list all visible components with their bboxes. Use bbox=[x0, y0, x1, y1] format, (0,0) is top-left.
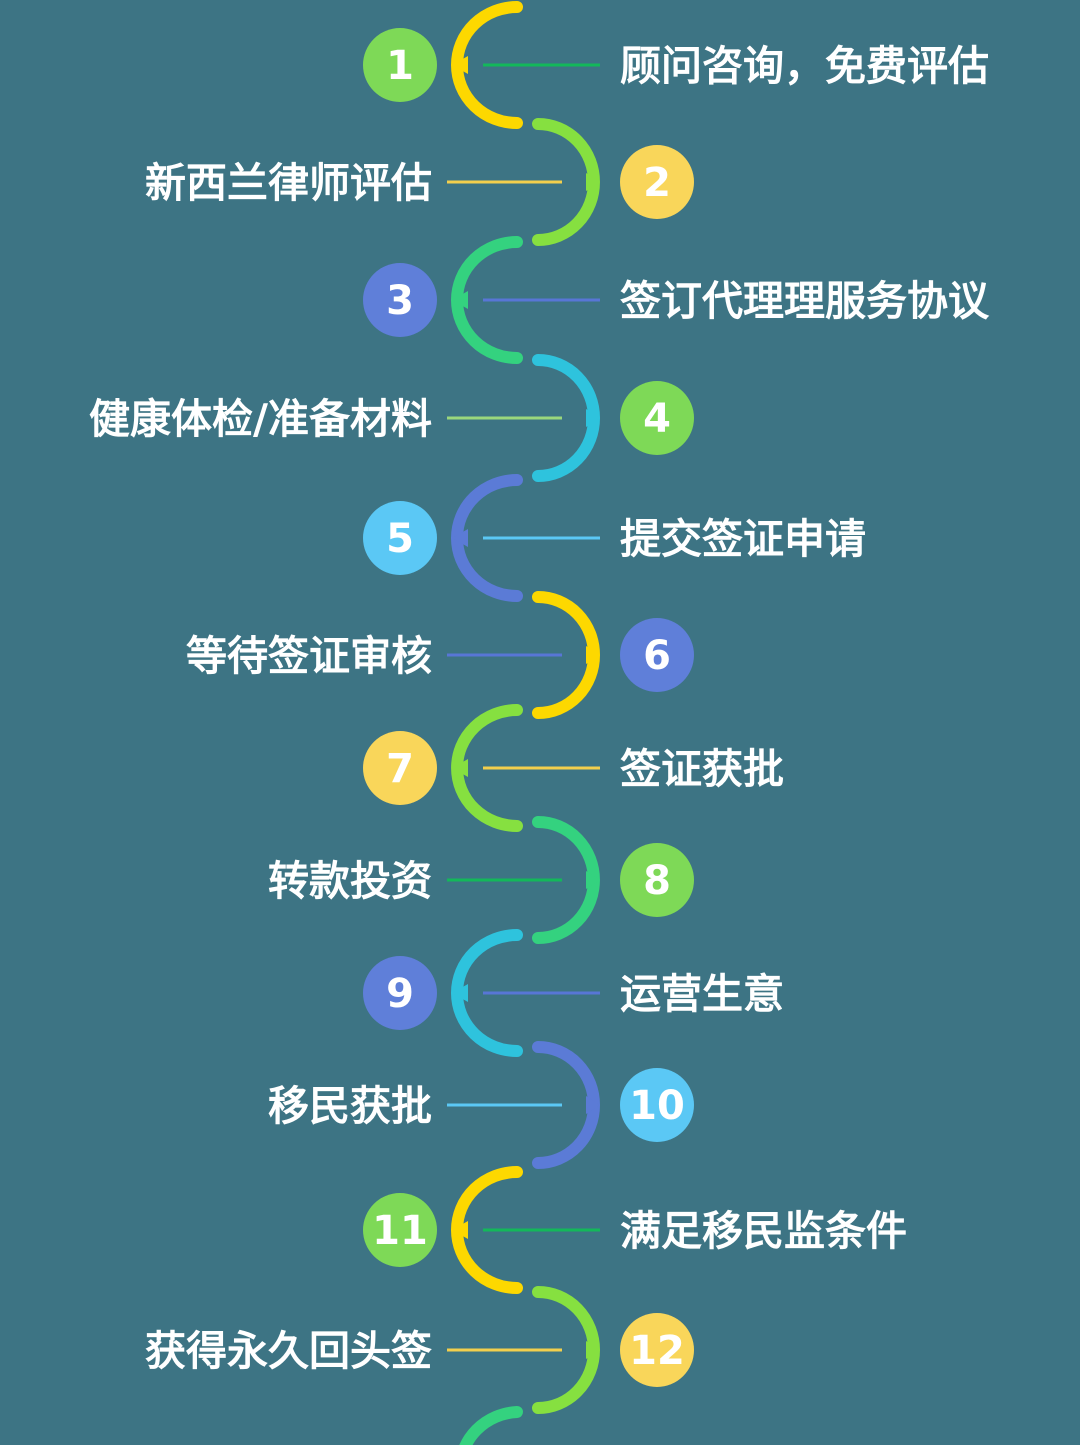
step-label: 获得永久回头签 bbox=[145, 1327, 432, 1375]
step-label: 等待签证审核 bbox=[186, 632, 432, 680]
step-number: 8 bbox=[643, 858, 671, 904]
timeline-arc-pointer bbox=[586, 871, 600, 889]
step-label: 满足移民监条件 bbox=[620, 1207, 907, 1255]
timeline-arc-pointer bbox=[586, 409, 600, 427]
timeline-arc-pointer bbox=[452, 1221, 468, 1239]
step-label: 移民获批 bbox=[268, 1082, 432, 1130]
step-number: 4 bbox=[643, 396, 671, 442]
step-label: 新西兰律师评估 bbox=[145, 159, 432, 207]
step-number-badge bbox=[620, 145, 694, 219]
step-number: 3 bbox=[386, 278, 414, 324]
timeline-arc-pointer bbox=[452, 56, 468, 74]
timeline-arc-pointer bbox=[452, 759, 468, 777]
timeline-arc-pointer bbox=[586, 646, 600, 664]
step-label: 运营生意 bbox=[620, 970, 784, 1018]
step-number: 5 bbox=[386, 516, 414, 562]
step-number-badge bbox=[620, 381, 694, 455]
step-number: 6 bbox=[643, 633, 671, 679]
step-number: 10 bbox=[629, 1083, 685, 1129]
step-number-badge bbox=[620, 1313, 694, 1387]
step-label: 顾问咨询，免费评估 bbox=[620, 42, 989, 90]
timeline-arc-pointer bbox=[452, 529, 468, 547]
step-label: 提交签证申请 bbox=[620, 515, 866, 563]
step-number: 1 bbox=[386, 43, 414, 89]
timeline-arc-trailing bbox=[459, 1406, 523, 1445]
step-number-badge bbox=[363, 28, 437, 102]
step-number-badge bbox=[620, 843, 694, 917]
timeline-arc-pointer bbox=[586, 173, 600, 191]
step-number: 7 bbox=[386, 746, 414, 792]
step-number-badge bbox=[363, 263, 437, 337]
step-number: 12 bbox=[629, 1328, 685, 1374]
step-number-badge bbox=[363, 731, 437, 805]
timeline-arc-pointer bbox=[586, 1341, 600, 1359]
step-number: 11 bbox=[372, 1208, 428, 1254]
step-label: 健康体检/准备材料 bbox=[89, 395, 432, 443]
step-number-badge bbox=[363, 1193, 437, 1267]
step-label: 签订代理理服务协议 bbox=[620, 277, 990, 325]
timeline-arc-pointer bbox=[452, 291, 468, 309]
step-number-badge bbox=[620, 1068, 694, 1142]
step-number: 9 bbox=[386, 971, 414, 1017]
step-number-badge bbox=[363, 501, 437, 575]
timeline-arc-pointer bbox=[452, 984, 468, 1002]
step-number: 2 bbox=[643, 160, 671, 206]
timeline-arc-pointer bbox=[586, 1096, 600, 1114]
step-number-badge bbox=[363, 956, 437, 1030]
step-label: 签证获批 bbox=[620, 745, 784, 793]
step-number-badge bbox=[620, 618, 694, 692]
step-label: 转款投资 bbox=[268, 857, 432, 905]
